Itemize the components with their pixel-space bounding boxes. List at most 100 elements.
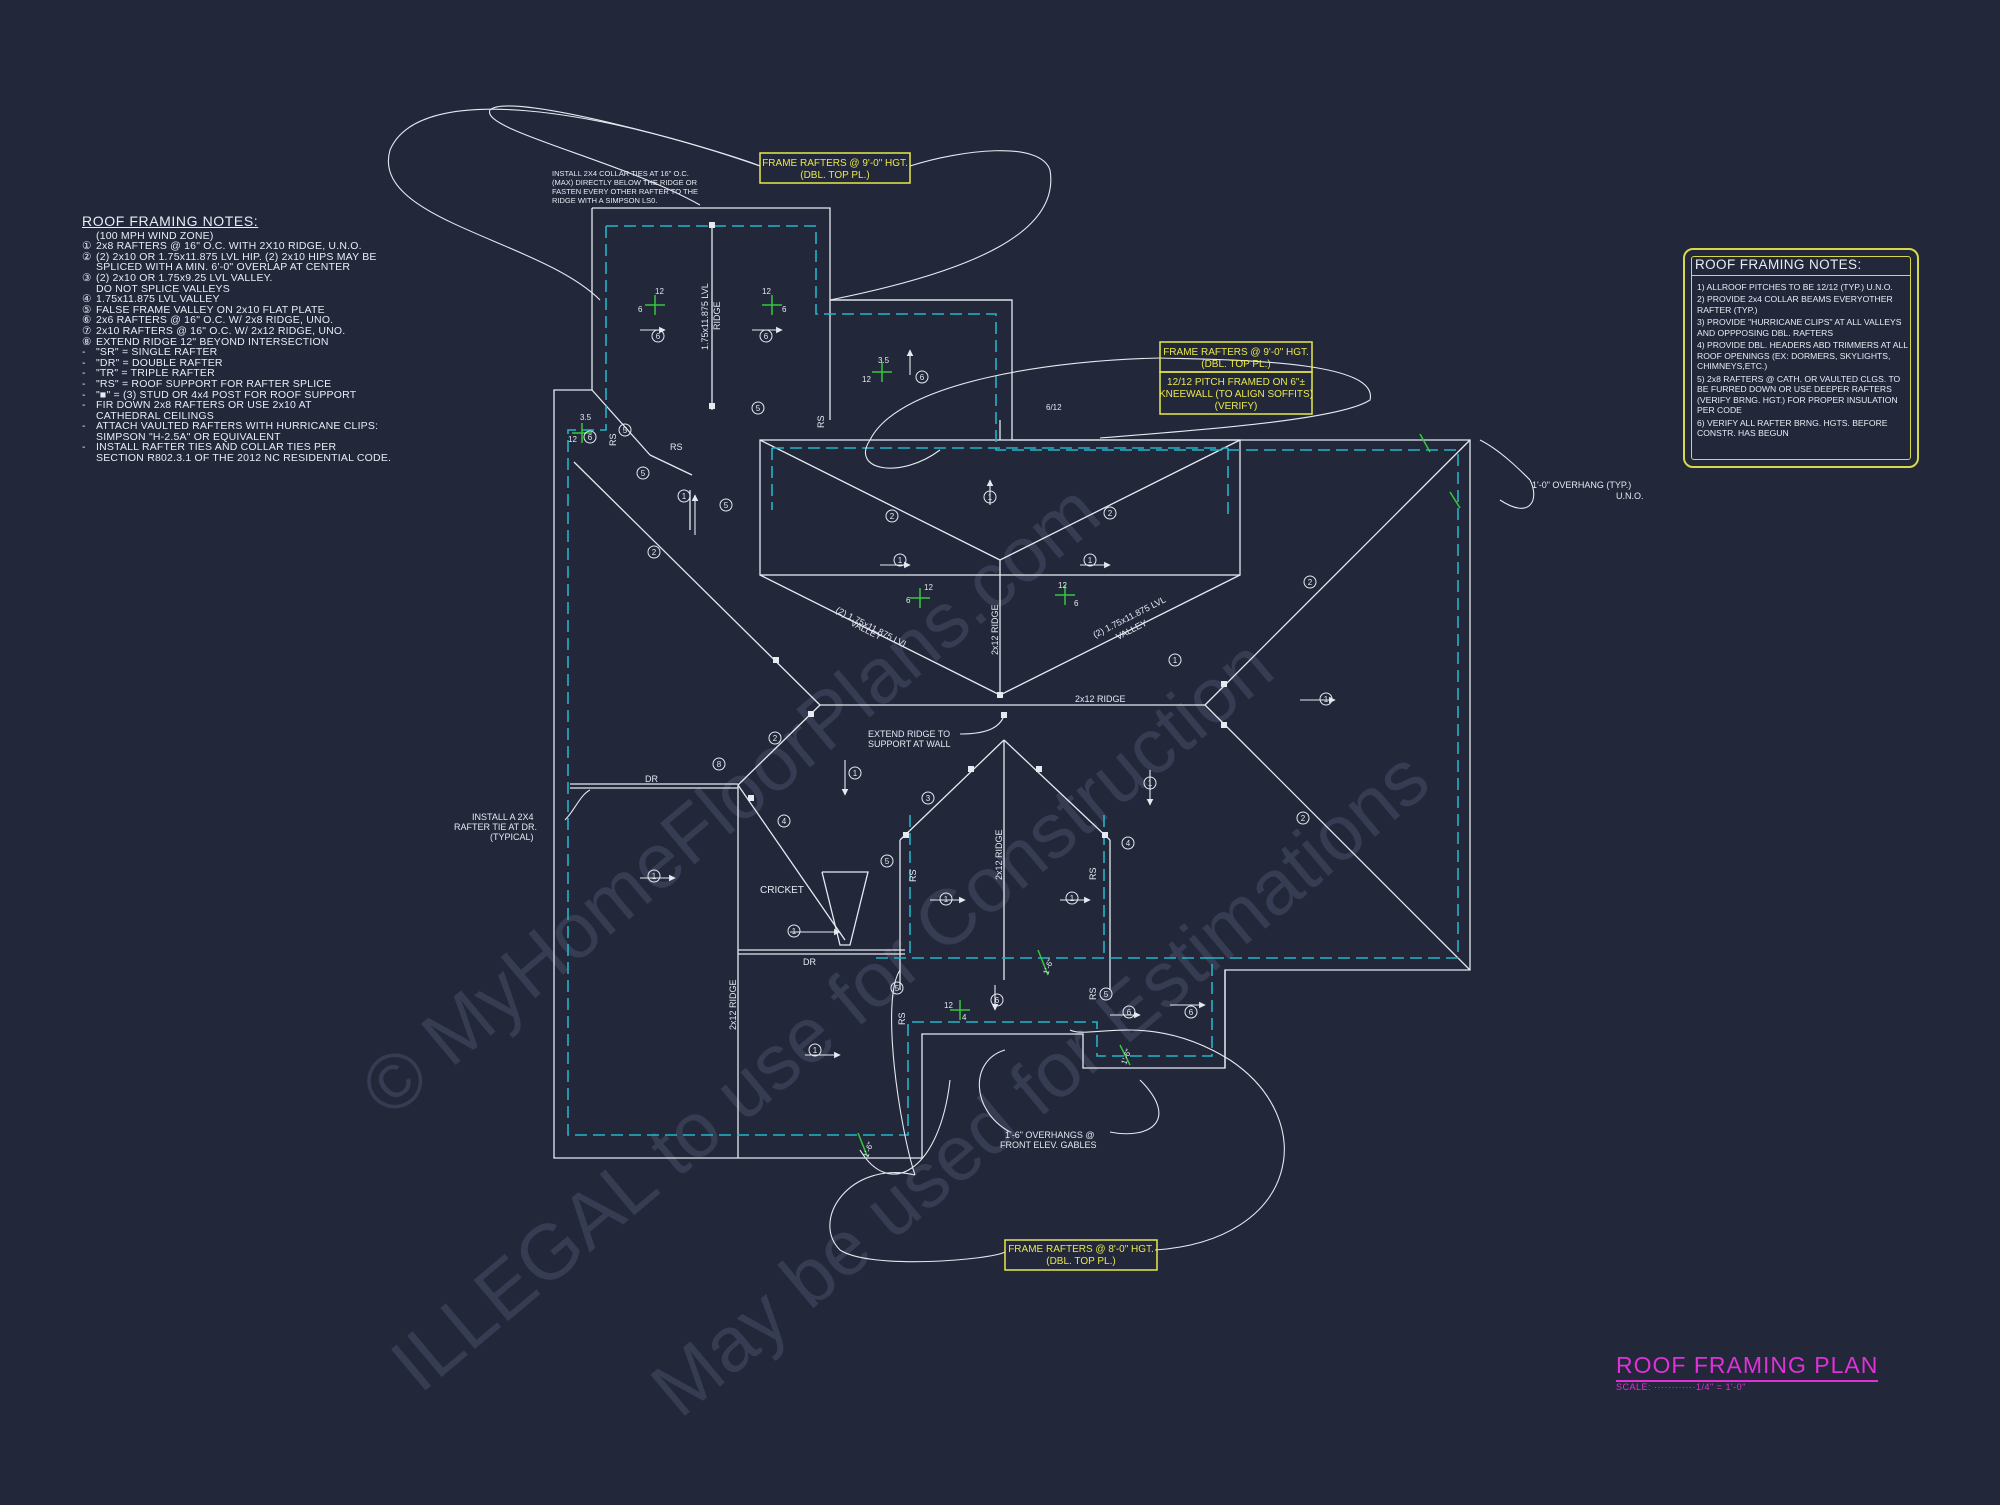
mark-1: 1 <box>944 895 949 904</box>
pitch-callout-line-1: 12/12 PITCH FRAMED ON 6"± <box>1167 377 1305 388</box>
extend-ridge-note-1: EXTEND RIDGE TO <box>868 729 950 739</box>
note-right-item: 4) PROVIDE DBL. HEADERS ABD TRIMMERS AT … <box>1697 340 1908 371</box>
mark-6: 6 <box>1189 1008 1194 1017</box>
mark-6: 6 <box>920 373 925 382</box>
note-left-item: DO NOT SPLICE VALLEYS <box>82 282 412 295</box>
mark-1: 1 <box>988 493 993 502</box>
mark-4: 4 <box>1126 839 1131 848</box>
member-marks <box>583 329 1333 1057</box>
dim-1-6-a: 1'-6" <box>1041 957 1055 975</box>
pitch-12-e: 12 <box>924 583 933 592</box>
pitch-12-d: 12 <box>568 435 577 444</box>
overhang-note-2: U.N.O. <box>1616 491 1644 501</box>
pitch-6-d: 6 <box>1074 599 1079 608</box>
mark-8: 8 <box>717 760 722 769</box>
note-left-marker: - <box>82 388 86 401</box>
plan-title: ROOF FRAMING PLAN <box>1616 1352 1879 1382</box>
bottom-callout-line-1: FRAME RAFTERS @ 8'-0" HGT. <box>1008 1244 1154 1255</box>
rs-label-6: RS <box>897 1012 907 1025</box>
note-left-text: SPLICED WITH A MIN. 6'-0" OVERLAP AT CEN… <box>96 261 351 274</box>
mark-5: 5 <box>756 404 761 413</box>
ridge-lower-label: 2x12 RIDGE <box>994 829 1004 880</box>
mark-1: 1 <box>792 927 797 936</box>
note-left-marker: ① <box>82 240 92 253</box>
pitch-35-b: 3.5 <box>580 413 592 422</box>
note-left-text: SECTION R802.3.1 OF THE 2012 NC RESIDENT… <box>96 452 392 465</box>
note-left-item: -"■" = (3) STUD OR 4x4 POST FOR ROOF SUP… <box>82 388 412 401</box>
collar-tie-note-2: (MAX) DIRECTLY BELOW THE RIDGE OR <box>552 178 698 187</box>
note-left-text: FIR DOWN 2x8 RAFTERS OR USE 2x10 AT <box>96 399 312 412</box>
pitch-6-12: 6/12 <box>1046 403 1062 412</box>
notes-right-list: 1) ALLROOF PITCHES TO BE 12/12 (TYP.) U.… <box>1693 282 1909 439</box>
mark-1: 1 <box>1173 656 1178 665</box>
mark-2: 2 <box>773 734 778 743</box>
collar-tie-note-1: INSTALL 2X4 COLLAR TIES AT 16" O.C. <box>552 169 689 178</box>
note-left-text: CATHEDRAL CEILINGS <box>96 409 214 422</box>
mark-2: 2 <box>890 512 895 521</box>
notes-right-title: ROOF FRAMING NOTES: <box>1691 254 1911 276</box>
note-left-marker <box>82 453 96 464</box>
note-left-item: -ATTACH VAULTED RAFTERS WITH HURRICANE C… <box>82 421 412 432</box>
wall-lines <box>567 225 1459 1136</box>
rs-label-5: RS <box>1088 867 1098 880</box>
note-left-text: FALSE FRAME VALLEY ON 2x10 FLAT PLATE <box>96 303 325 316</box>
note-left-item: -FIR DOWN 2x8 RAFTERS OR USE 2x10 AT <box>82 400 412 411</box>
dr-label-2: DR <box>803 957 816 967</box>
mark-2: 2 <box>1108 509 1113 518</box>
pitch-35-a: 3.5 <box>878 356 890 365</box>
note-right-item: 5) 2x8 RAFTERS @ CATH. OR VAULTED CLGS. … <box>1697 373 1901 416</box>
mark-1: 1 <box>1070 894 1075 903</box>
mark-1: 1 <box>1324 695 1329 704</box>
note-left-item: -INSTALL RAFTER TIES AND COLLAR TIES PER <box>82 442 412 453</box>
note-left-marker: - <box>82 441 86 454</box>
note-left-text: "SR" = SINGLE RAFTER <box>96 346 218 359</box>
mark-1: 1 <box>853 769 858 778</box>
top-callout-line-1: FRAME RAFTERS @ 9'-0" HGT. <box>762 158 908 169</box>
note-left-text: INSTALL RAFTER TIES AND COLLAR TIES PER <box>96 441 337 454</box>
rafter-tie-note-2: RAFTER TIE AT DR. <box>454 822 537 832</box>
note-left-marker: - <box>82 399 86 412</box>
note-left-item: SECTION R802.3.1 OF THE 2012 NC RESIDENT… <box>82 453 412 464</box>
note-left-marker: ④ <box>82 293 92 306</box>
rs-label-1: RS <box>670 442 683 452</box>
pitch-12-g: 12 <box>944 1001 953 1010</box>
mark-6: 6 <box>764 332 769 341</box>
note-left-item: CATHEDRAL CEILINGS <box>82 411 412 422</box>
ridge-left-label: 2x12 RIDGE <box>728 979 738 1030</box>
annotations: INSTALL 2X4 COLLAR TIES AT 16" O.C. (MAX… <box>454 169 1644 1159</box>
mark-2: 2 <box>1308 578 1313 587</box>
note-left-text: 1.75x11.875 LVL VALLEY <box>96 293 220 306</box>
note-right-item: 6) VERIFY ALL RAFTER BRNG. HGTS. BEFORE … <box>1697 417 1888 439</box>
note-left-item: SIMPSON "H-2.5A" OR EQUIVALENT <box>82 432 412 443</box>
notes-right-frame <box>1691 256 1911 460</box>
note-left-text: 2x8 RAFTERS @ 16" O.C. WITH 2X10 RIDGE, … <box>96 240 362 253</box>
note-left-marker: - <box>82 367 86 380</box>
collar-tie-note-3: FASTEN EVERY OTHER RAFTER TO THE <box>552 187 698 196</box>
mark-1: 1 <box>652 872 657 881</box>
note-left-marker: - <box>82 346 86 359</box>
rafter-direction-arrows <box>640 326 1336 1059</box>
note-left-item: ① 2x8 RAFTERS @ 16" O.C. WITH 2X10 RIDGE,… <box>82 241 412 252</box>
right-callout-line-2: (DBL. TOP PL.) <box>1201 359 1270 370</box>
pitch-12-b: 12 <box>762 287 771 296</box>
roof-framing-notes-right: ROOF FRAMING NOTES: 1) ALLROOF PITCHES T… <box>1683 248 1919 468</box>
mark-2: 2 <box>652 548 657 557</box>
note-right-item: 3) PROVIDE "HURRICANE CLIPS" AT ALL VALL… <box>1697 317 1902 338</box>
note-left-text: ATTACH VAULTED RAFTERS WITH HURRICANE CL… <box>96 420 379 433</box>
note-left-text: DO NOT SPLICE VALLEYS <box>96 282 230 295</box>
note-left-item: -"RS" = ROOF SUPPORT FOR RAFTER SPLICE <box>82 379 412 390</box>
rs-label-4: RS <box>908 869 918 882</box>
cricket-label: CRICKET <box>760 885 804 896</box>
mark-2: 2 <box>1301 814 1306 823</box>
ridge-main-label: 2x12 RIDGE <box>1075 694 1126 704</box>
mark-1: 1 <box>1088 556 1093 565</box>
note-left-text: "■" = (3) STUD OR 4x4 POST FOR ROOF SUPP… <box>96 388 357 401</box>
bottom-callout-line-2: (DBL. TOP PL.) <box>1046 1256 1115 1267</box>
top-callout-line-2: (DBL. TOP PL.) <box>800 170 869 181</box>
rs-label-2: RS <box>608 433 618 446</box>
